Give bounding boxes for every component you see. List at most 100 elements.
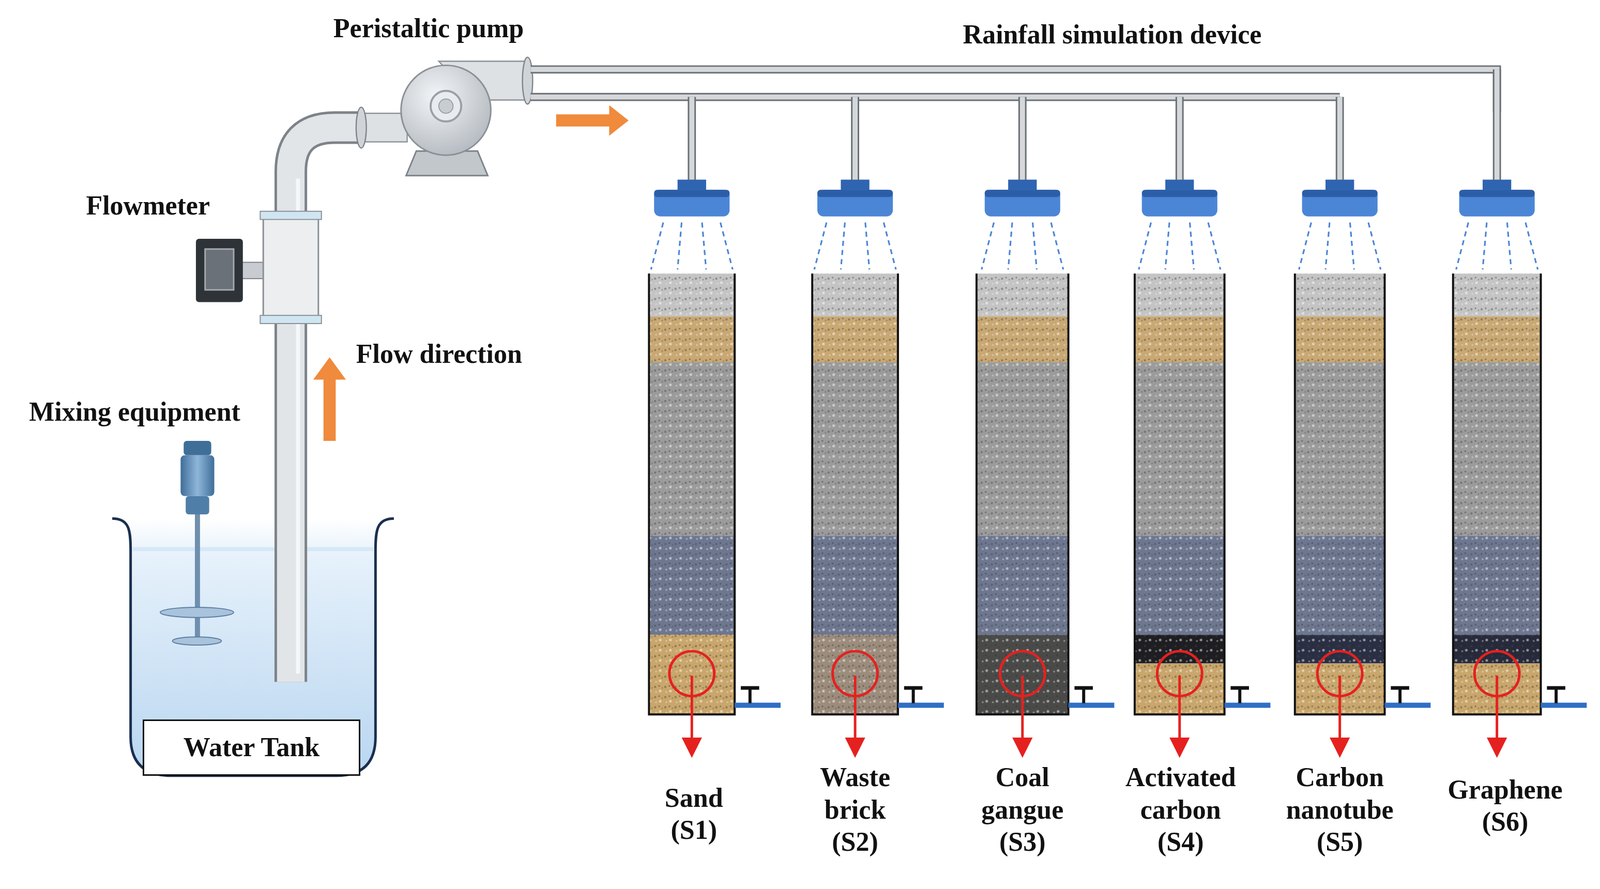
drop-pipe [1177,97,1183,182]
valve-stem [1082,688,1086,704]
spray-line [1506,222,1512,270]
column-wall [1294,273,1385,715]
spray-line [814,222,827,270]
outlet-pipe [897,703,944,709]
media-layer [648,273,735,317]
media-texture [812,316,898,363]
leader-arrow [1021,675,1024,751]
spray-line [677,222,682,270]
leader-arrow [1178,675,1181,751]
media-texture [1294,536,1385,636]
spray-line [1368,222,1381,270]
spray-nozzle [984,189,1061,217]
media-texture [1294,316,1385,363]
flowmeter-display [241,262,265,280]
spray-nozzle [653,189,730,197]
outlet-pipe [1384,703,1431,709]
leader-arrow [854,675,857,751]
media-layer [1294,634,1385,664]
media-layer [1294,316,1385,363]
media-layer [812,316,898,363]
media-texture [812,536,898,636]
media-texture [1453,536,1542,636]
media-layer [1453,362,1542,537]
flow-arrow [556,104,629,136]
valve-stem [748,688,752,704]
outlet-pipe [734,703,781,709]
spray-nozzle [984,189,1061,197]
drop-pipe [1492,69,1502,182]
outlet-pipe [1224,703,1271,709]
spray-line [840,222,845,270]
leader-arrow [690,675,694,751]
media-layer [1134,634,1225,664]
media-layer [812,536,898,636]
media-layer [976,536,1069,636]
spray-nozzle [1325,179,1354,192]
valve-stem [1554,688,1558,704]
drop-pipe [1494,69,1500,182]
media-layer [812,362,898,537]
media-layer [648,316,735,363]
spray-line [1482,222,1487,270]
media-layer [648,536,735,636]
spray-nozzle [1141,189,1218,217]
pump-inlet [361,113,408,142]
media-texture [1294,634,1385,664]
drop-pipe [689,97,695,182]
spray-nozzle [1302,189,1378,197]
valve-stem [911,688,916,704]
flowmeter-flange [260,315,322,324]
spray-line [1299,222,1312,270]
part-label: Mixing equipment [28,395,241,429]
spray-nozzle [1459,189,1535,217]
spray-line [1208,222,1221,270]
valve-handle [1546,686,1566,691]
valve-handle [1230,686,1249,691]
media-texture [1134,362,1225,537]
spray-nozzle [1165,179,1194,192]
spray-line [720,222,734,270]
spray-line [981,222,995,270]
water-tank [112,518,394,776]
media-label: Waste brick (S2) [819,761,891,859]
spray-nozzle [1482,179,1512,192]
spray-nozzle [817,189,893,217]
media-texture [1453,316,1542,363]
spray-nozzle [840,179,870,192]
pump-rotor [438,99,454,114]
node-text: Water Tank [183,731,320,764]
media-texture [1134,316,1225,363]
mixer-motor [180,455,215,497]
valve-stem [1398,688,1402,704]
media-layer [976,273,1069,317]
part-label: Rainfall simulation device [963,18,1262,51]
spray-line [1050,222,1064,270]
suction-pipe [291,127,364,682]
spray-line [650,222,664,270]
spray-line [1008,222,1013,270]
flowmeter-body [263,214,319,322]
media-label: Sand (S1) [664,782,724,847]
media-texture [1294,273,1385,317]
spray-nozzle [1302,189,1378,217]
suction-pipe [291,127,364,682]
leader-arrow [1495,675,1499,751]
drop-pipe [852,97,858,182]
media-texture [648,362,735,537]
media-texture [648,273,735,317]
media-texture [976,273,1069,317]
spray-line [1349,222,1354,270]
mixer-motor [183,440,211,456]
valve-handle [1074,686,1093,691]
spray-line [1032,222,1038,270]
pump-rotor [430,90,462,122]
valve-stem [1238,688,1242,704]
mixer-shaft [194,510,201,644]
media-texture [1453,634,1542,664]
column-wall [976,273,1069,715]
media-texture [1453,273,1542,317]
media-texture [812,273,898,317]
drop-pipe [687,97,696,182]
distribution-pipe [530,69,1497,113]
